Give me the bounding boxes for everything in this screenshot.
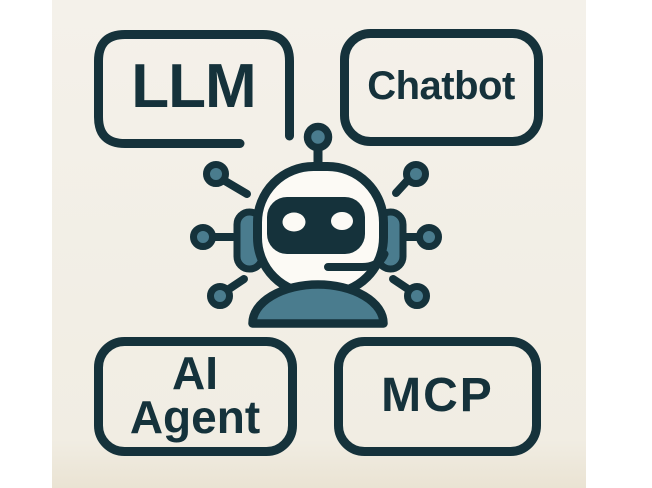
face-visor — [267, 197, 365, 254]
antenna-ball — [303, 122, 333, 152]
connector-line — [389, 275, 412, 293]
connector-line — [392, 177, 411, 197]
connector-dot-icon — [203, 161, 229, 187]
headset-mic — [324, 250, 389, 271]
mcp-box-outline — [334, 337, 541, 456]
connector-left-bottom — [207, 275, 248, 309]
robot-head-icon — [233, 122, 407, 328]
connector-right-top — [392, 161, 429, 197]
ai-agent-label-line2: Agent — [129, 390, 261, 443]
ai-agent-box-outline — [94, 337, 297, 456]
connector-line — [225, 275, 248, 293]
left-eye — [282, 212, 306, 232]
ai-agent-label: AI Agent — [97, 340, 293, 451]
connector-left-top — [203, 161, 251, 198]
connector-left-middle — [190, 224, 237, 250]
chatbot-label: Chatbot — [367, 64, 515, 108]
connector-dot-icon — [404, 283, 430, 309]
connector-right-bottom — [389, 275, 430, 309]
ai-agent-label-line1: AI — [172, 346, 218, 399]
connector-line — [221, 177, 251, 198]
connector-dot-icon — [416, 224, 442, 250]
connector-dot-icon — [403, 161, 429, 187]
llm-label: LLM — [131, 51, 256, 121]
body-shoulders — [248, 280, 388, 328]
right-eye — [331, 212, 353, 230]
mcp-label: MCP — [381, 368, 494, 422]
llm-box-outline — [94, 30, 294, 148]
connector-dot-icon — [207, 283, 233, 309]
chatbot-box-outline — [340, 29, 543, 146]
connector-dot-icon — [190, 224, 216, 250]
